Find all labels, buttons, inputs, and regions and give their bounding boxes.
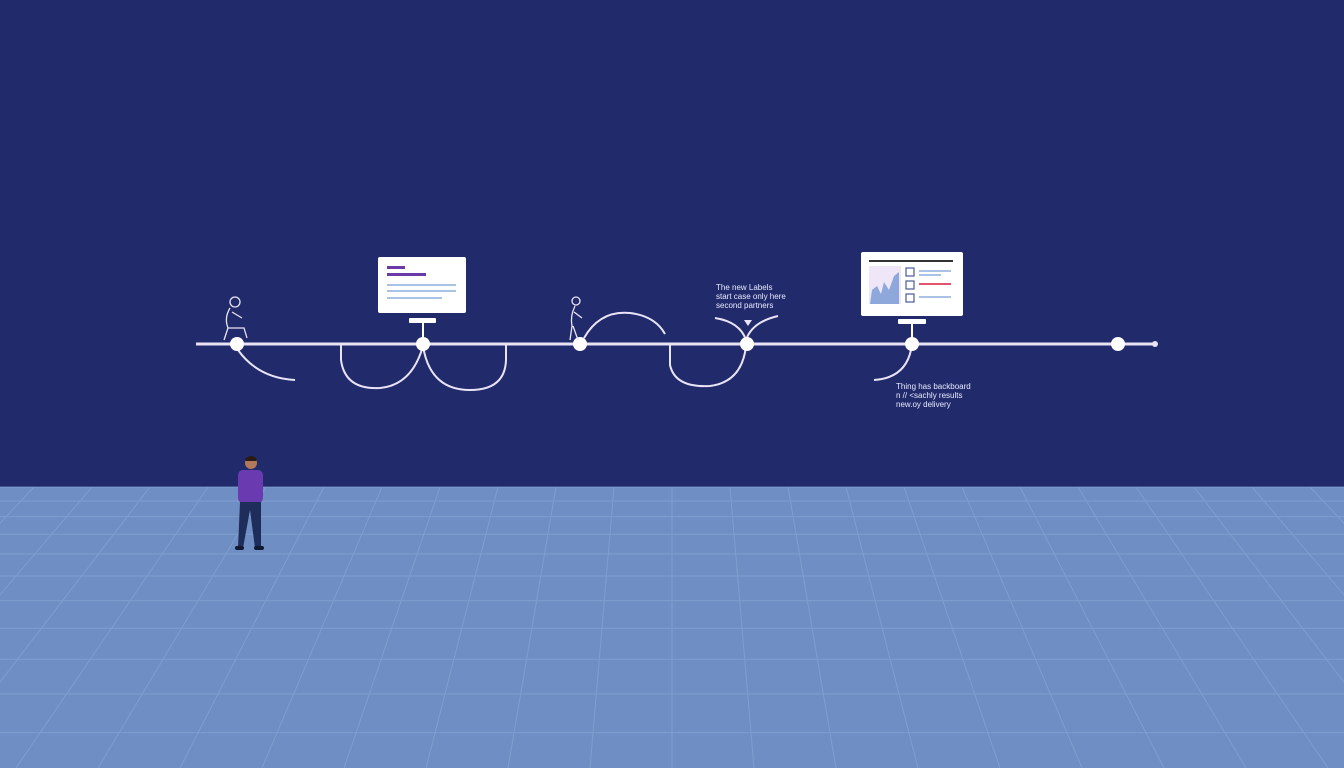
svg-text:The new Labels: The new Labels xyxy=(716,283,772,292)
milestone-node[interactable] xyxy=(230,337,244,351)
svg-text:second partners: second partners xyxy=(716,301,773,310)
timeline-arrow-end xyxy=(1152,341,1158,347)
document-board-icon xyxy=(378,257,466,342)
milestone-node[interactable] xyxy=(905,337,919,351)
walking-person-icon xyxy=(569,296,583,341)
sitting-person-icon xyxy=(223,296,248,341)
floor-grid xyxy=(0,486,1344,768)
svg-text:Thing has backboard: Thing has backboard xyxy=(896,382,971,391)
annotation-1: The new Labels start case only here seco… xyxy=(716,283,786,310)
svg-text:n // <sachly results: n // <sachly results xyxy=(896,391,962,400)
milestone-node[interactable] xyxy=(1111,337,1125,351)
milestone-node[interactable] xyxy=(573,337,587,351)
standing-person xyxy=(235,456,264,550)
svg-text:new.oy delivery: new.oy delivery xyxy=(896,400,951,409)
timeline-nodes xyxy=(230,337,1125,351)
dashboard-board-icon xyxy=(861,252,963,342)
annotation-2: Thing has backboard n // <sachly results… xyxy=(896,382,971,409)
svg-text:start case only here: start case only here xyxy=(716,292,786,301)
milestone-node[interactable] xyxy=(416,337,430,351)
pointer-icon xyxy=(744,320,752,326)
milestone-node[interactable] xyxy=(740,337,754,351)
wall xyxy=(0,0,1344,487)
